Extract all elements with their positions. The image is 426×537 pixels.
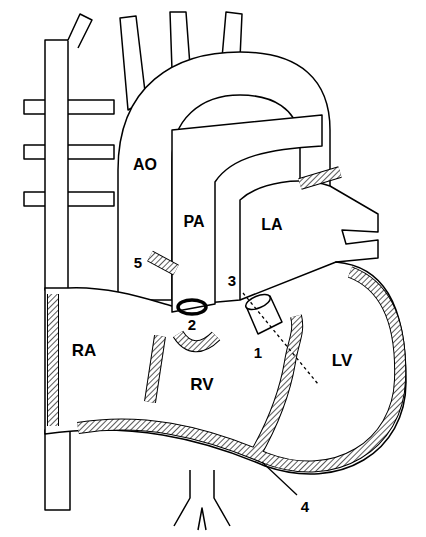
heart-chambers bbox=[45, 262, 406, 474]
pulmonary-artery bbox=[172, 115, 322, 312]
hatched-wall bbox=[53, 172, 400, 467]
valve-ring bbox=[178, 300, 206, 314]
vena-cava bbox=[45, 40, 68, 290]
ventricular-wall bbox=[78, 272, 400, 467]
chamber-label: RA bbox=[71, 342, 98, 359]
ventricular-septum bbox=[255, 316, 297, 455]
valve-leaflet bbox=[150, 336, 160, 402]
chamber-label: LA bbox=[260, 217, 283, 233]
valve-leaflet bbox=[178, 334, 216, 346]
descending-aorta bbox=[174, 470, 230, 530]
chamber-label: LV bbox=[331, 352, 353, 369]
vena-cava bbox=[45, 430, 70, 510]
callout-number: 5 bbox=[133, 255, 143, 270]
pulmonary-vein bbox=[24, 100, 114, 114]
chamber-label: AO bbox=[132, 157, 158, 173]
chamber-label: RV bbox=[189, 376, 214, 393]
atrial-wall bbox=[48, 294, 58, 426]
arch-branch bbox=[222, 12, 242, 58]
valve-leaflet bbox=[150, 256, 176, 270]
atrial-wall bbox=[300, 172, 340, 184]
vein-branch bbox=[68, 14, 92, 48]
leader-line bbox=[262, 462, 297, 495]
callout-number: 3 bbox=[227, 273, 237, 288]
pulmonary-vein bbox=[24, 192, 114, 206]
valve-opening bbox=[244, 292, 273, 313]
callout-number: 2 bbox=[187, 317, 197, 332]
callout-number: 1 bbox=[253, 345, 263, 360]
pulmonary-vein bbox=[24, 145, 114, 159]
chamber-label: PA bbox=[182, 214, 205, 230]
dashed-line bbox=[243, 293, 318, 384]
callout-number: 4 bbox=[300, 499, 310, 514]
